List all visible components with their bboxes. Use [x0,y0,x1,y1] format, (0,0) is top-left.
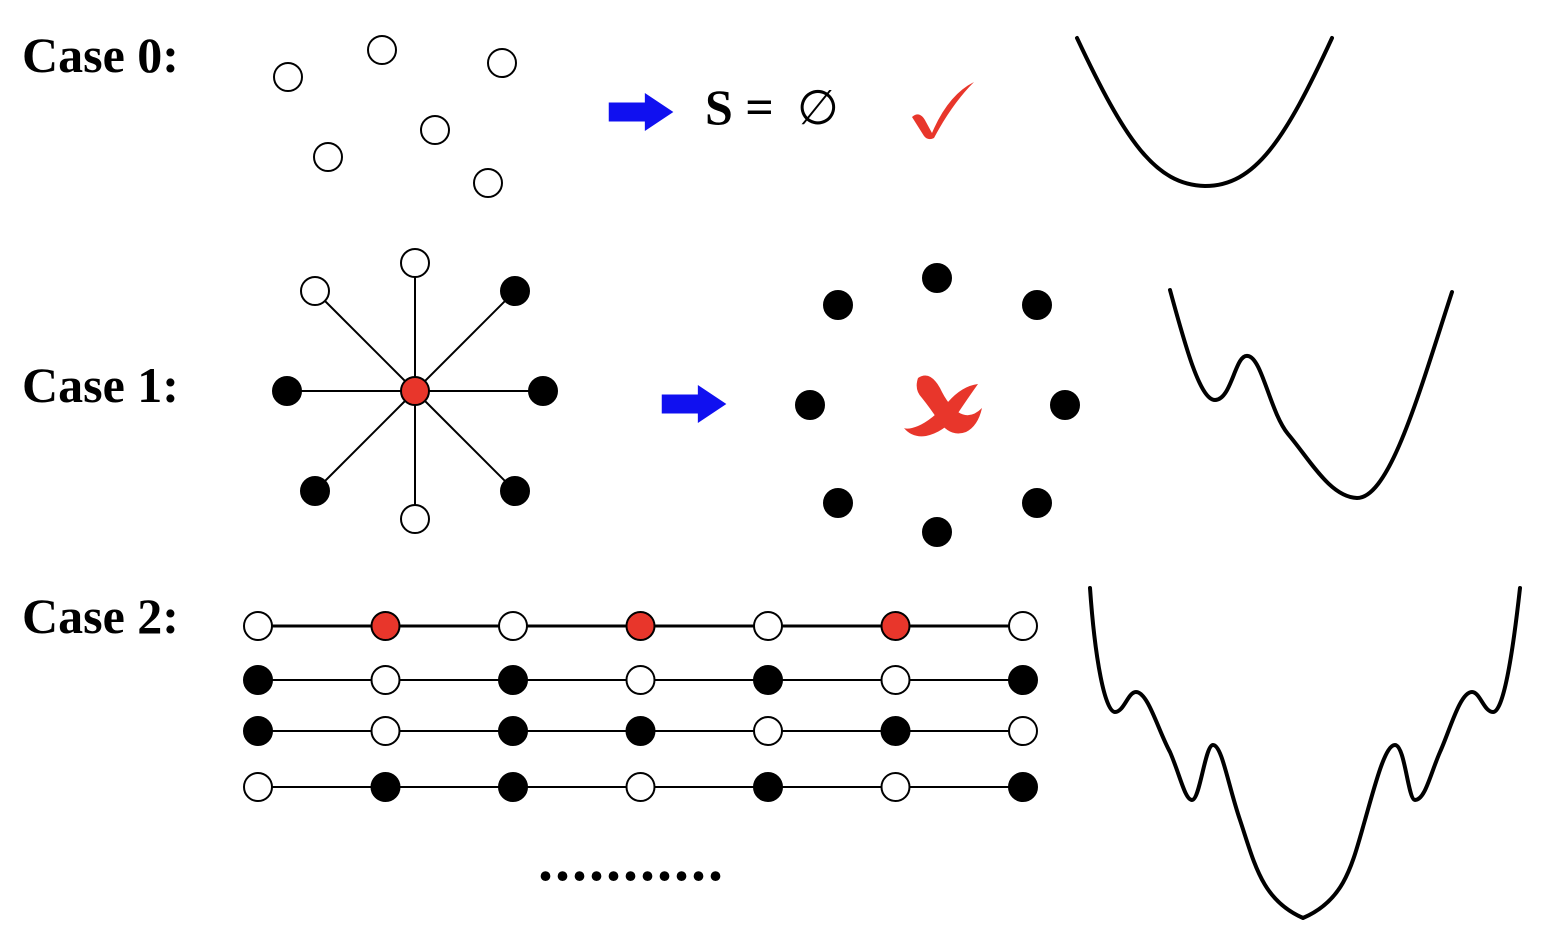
case1-spoke-node [300,276,330,306]
case2-chain-node [498,772,528,802]
case2-chain-node [498,716,528,746]
case2-label: Case 2: [22,588,179,644]
case0-nodes [273,35,517,198]
case2-chain-node [625,665,656,695]
case2-chain-node [1008,611,1038,641]
case2-chain-node [753,665,783,695]
case2-chain-node [243,716,273,746]
case1-remaining-node [795,390,825,420]
case0-node [367,35,397,65]
case1-remaining-node [1022,290,1052,320]
case2-chain-row [243,716,1038,746]
case2-chain-node [753,716,783,746]
check-mark-icon [912,82,974,140]
case0-label: Case 0: [22,27,179,83]
case1-spoke-node [500,476,530,506]
case2-chain-node [753,772,783,802]
case1-remaining-nodes [795,263,1080,547]
case0-node [473,168,503,198]
case2-chain-node [370,716,401,746]
case1-spokes [287,263,543,519]
case2-chain-node [880,772,911,802]
case1-star-graph [272,248,558,534]
case0-node [273,62,303,92]
case1-spoke-node [400,504,430,534]
case2-chain-node [498,665,528,695]
case2-chain-node [1008,772,1038,802]
case1-spoke-node [272,376,302,406]
case1-spoke-nodes [272,248,558,534]
case0-arrow-icon [608,93,674,131]
case2-chain-node [625,611,656,641]
case2-chain-node [243,611,273,641]
case2-chain-node [370,611,401,641]
case1-spoke-edge [314,290,416,392]
case1-remaining-node [922,263,952,293]
case2-chain-node [880,611,911,641]
case1-spoke-edge [414,290,516,392]
case2-chain-node [370,665,401,695]
case1-label: Case 1: [22,357,179,413]
case2-group: Case 2: ........... [22,586,1522,920]
x-mark-icon [904,375,982,437]
case0-node [420,115,450,145]
case2-chain-row [243,611,1038,641]
case2-chain-node [243,665,273,695]
case0-node [487,48,517,78]
case0-node [313,142,343,172]
case1-center-node [400,376,430,406]
case1-remaining-node [922,517,952,547]
case1-spoke-node [400,248,430,278]
case1-spoke-edge [414,390,516,492]
case2-ellipsis: ........... [538,827,725,893]
case2-chain-node [1008,716,1038,746]
case2-chain-node [625,716,656,746]
case0-empty-set-symbol: ∅ [797,80,839,136]
case2-chain-node [498,611,528,641]
case1-spoke-edge [314,390,416,492]
case2-chain-row [243,772,1038,802]
case2-chain-node [753,611,783,641]
case1-spoke-node [300,476,330,506]
case1-remaining-node [1022,488,1052,518]
case0-group: Case 0: S = ∅ [22,27,1334,198]
case2-chains [243,611,1038,802]
case2-chain-node [243,772,273,802]
case2-chain-row [243,665,1038,695]
case2-chain-node [625,772,656,802]
case1-remaining-node [1050,390,1080,420]
case0-energy-curve [1075,36,1334,188]
case2-chain-node [880,665,911,695]
case1-group: Case 1: [22,248,1454,547]
case1-energy-curve [1168,288,1454,500]
case0-result-text: S = [705,79,774,135]
case1-remaining-node [823,290,853,320]
case1-remaining-node [823,488,853,518]
case1-arrow-icon [661,385,727,423]
case2-chain-node [880,716,911,746]
case1-spoke-node [500,276,530,306]
case1-spoke-node [528,376,558,406]
case2-chain-node [370,772,401,802]
case2-energy-curve [1088,586,1522,920]
case2-chain-node [1008,665,1038,695]
